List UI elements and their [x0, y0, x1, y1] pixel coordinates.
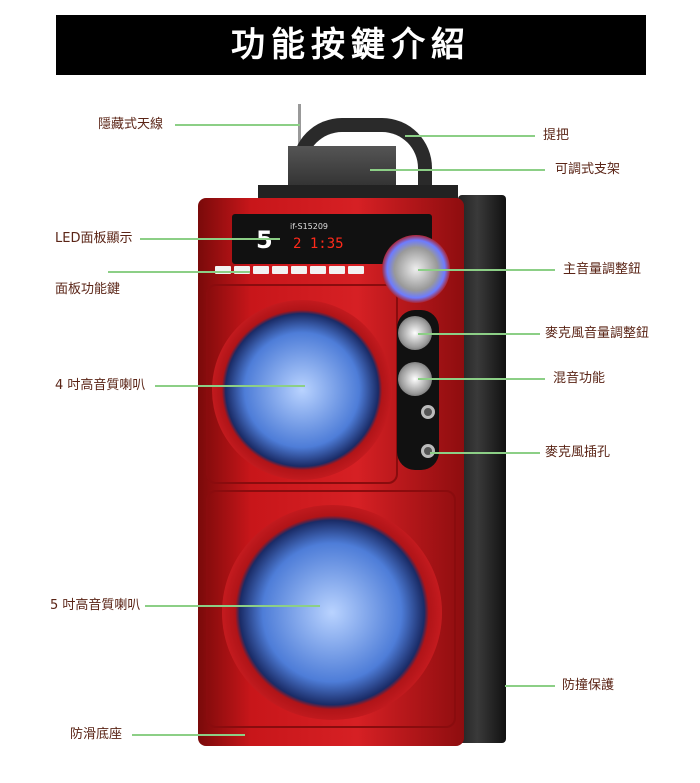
label-base: 防滑底座	[70, 727, 123, 742]
label-stand: 可調式支架	[555, 162, 621, 177]
label-speaker4: 4 吋高音質喇叭	[55, 378, 146, 393]
label-led: LED面板顯示	[55, 231, 133, 246]
panel-button[interactable]	[272, 266, 288, 274]
label-echo: 混音功能	[553, 371, 606, 386]
label-bumper: 防撞保護	[562, 678, 615, 693]
label-mic-volume: 麥克風音量調整鈕	[545, 326, 650, 341]
panel-button[interactable]	[215, 266, 231, 274]
label-mic-jack: 麥克風插孔	[545, 445, 611, 460]
top-cap	[258, 185, 458, 201]
label-main-volume: 主音量調整鈕	[563, 262, 642, 277]
lower-frame	[206, 490, 456, 728]
panel-button[interactable]	[234, 266, 250, 274]
mic-jack-1	[421, 405, 435, 419]
panel-button[interactable]	[329, 266, 345, 274]
panel-button[interactable]	[310, 266, 326, 274]
panel-button[interactable]	[253, 266, 269, 274]
brand-logo: 5	[256, 226, 273, 254]
speaker-4inch	[212, 300, 392, 480]
label-panel-keys: 面板功能鍵	[55, 282, 121, 297]
panel-buttons	[215, 266, 364, 274]
model-text: if-S15209	[290, 222, 329, 231]
panel-button[interactable]	[348, 266, 364, 274]
label-speaker5: 5 吋高音質喇叭	[50, 598, 141, 613]
label-antenna: 隱藏式天線	[98, 117, 164, 132]
mic-jack-2	[421, 444, 435, 458]
display-time: 2 1:35	[293, 236, 344, 252]
page-title: 功能按鍵介紹	[56, 15, 646, 75]
panel-button[interactable]	[291, 266, 307, 274]
speaker-5inch	[222, 505, 442, 720]
bumper-side	[458, 195, 506, 743]
label-handle: 提把	[543, 128, 570, 143]
